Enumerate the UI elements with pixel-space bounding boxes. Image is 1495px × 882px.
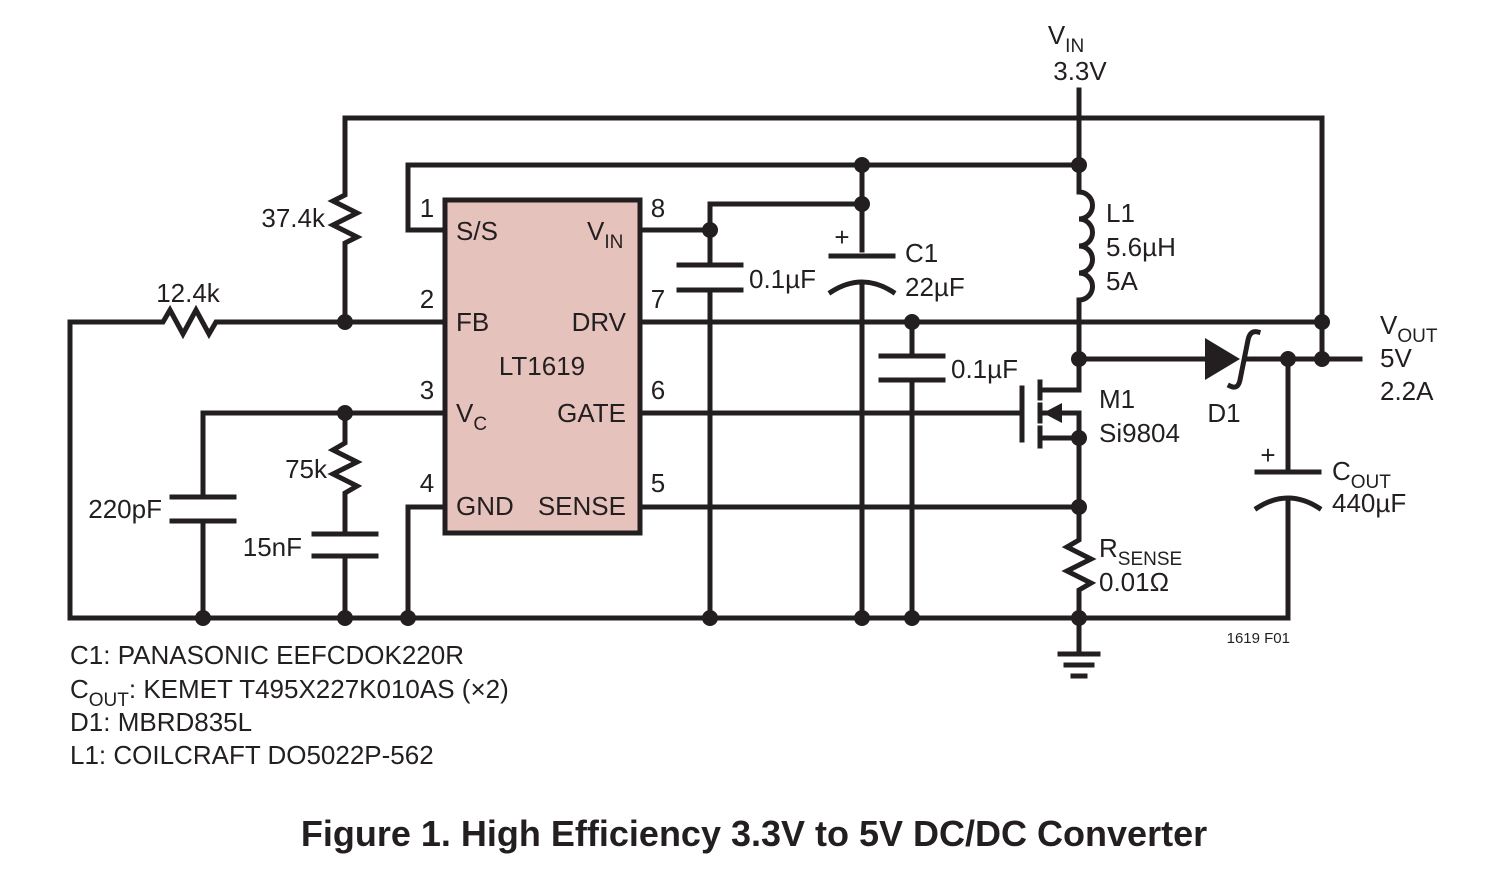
note-cout: COUT: KEMET T495X227K010AS (×2) xyxy=(70,674,509,711)
pin-ss-label: S/S xyxy=(456,216,498,246)
capacitor-220pf xyxy=(169,494,237,524)
pin-vin-label: VIN xyxy=(587,216,623,253)
capacitor-15nf xyxy=(311,531,379,559)
pin-fb-label: FB xyxy=(456,307,489,337)
diode-d1-label: D1 xyxy=(1207,398,1240,428)
capacitor-vin-bypass-label: 0.1µF xyxy=(749,264,816,294)
capacitor-drv xyxy=(878,353,946,383)
pin-sense-label: SENSE xyxy=(538,491,626,521)
resistor-rsense xyxy=(1061,532,1097,596)
wires xyxy=(67,87,1363,655)
vout-label: VOUT xyxy=(1380,310,1438,347)
capacitor-c1-plus: + xyxy=(834,222,849,252)
vout-current: 2.2A xyxy=(1380,376,1434,406)
capacitor-cout-label: COUT xyxy=(1332,456,1391,493)
resistor-12k4-label: 12.4k xyxy=(156,278,221,308)
note-d1: D1: MBRD835L xyxy=(70,707,252,737)
figure-caption: Figure 1. High Efficiency 3.3V to 5V DC/… xyxy=(301,813,1207,854)
pin-5-number: 5 xyxy=(651,468,665,498)
resistor-75k xyxy=(327,435,363,503)
capacitor-220pf-label: 220pF xyxy=(88,494,162,524)
vout-voltage: 5V xyxy=(1380,343,1412,373)
pin-gate-label: GATE xyxy=(557,398,626,428)
resistor-75k-label: 75k xyxy=(285,454,328,484)
pin-6-number: 6 xyxy=(651,375,665,405)
vin-value: 3.3V xyxy=(1053,56,1107,86)
capacitor-15nf-label: 15nF xyxy=(243,532,302,562)
inductor-l1 xyxy=(1076,189,1095,303)
vin-label: VIN xyxy=(1048,20,1084,57)
mosfet-m1-name: M1 xyxy=(1099,384,1135,414)
capacitor-vin-bypass xyxy=(676,262,744,293)
inductor-l1-value: 5.6µH xyxy=(1106,232,1176,262)
capacitor-cout-value: 440µF xyxy=(1332,488,1406,518)
capacitor-c1-name: C1 xyxy=(905,238,938,268)
junction-dots xyxy=(195,157,1330,626)
capacitor-cout-plus: + xyxy=(1260,440,1275,470)
resistor-37k4 xyxy=(327,187,363,248)
resistor-37k4-label: 37.4k xyxy=(261,203,326,233)
pin-vc-label: VC xyxy=(456,398,487,435)
pin-4-number: 4 xyxy=(420,468,434,498)
mosfet-m1 xyxy=(1019,379,1082,449)
pin-3-number: 3 xyxy=(420,375,434,405)
capacitor-c1-value: 22µF xyxy=(905,272,965,302)
lt1619-ic: LT1619 S/S FB VC GND VIN DRV GATE SENSE … xyxy=(420,193,665,536)
inductor-l1-name: L1 xyxy=(1106,198,1135,228)
pin-7-number: 7 xyxy=(651,284,665,314)
parts-notes: C1: PANASONIC EEFCDOK220R COUT: KEMET T4… xyxy=(70,640,509,770)
mosfet-m1-part: Si9804 xyxy=(1099,418,1180,448)
resistor-12k4 xyxy=(155,304,225,340)
rsense-label: RSENSE xyxy=(1099,533,1182,570)
pin-drv-label: DRV xyxy=(572,307,627,337)
inductor-l1-rating: 5A xyxy=(1106,266,1138,296)
pin-2-number: 2 xyxy=(420,284,434,314)
note-l1: L1: COILCRAFT DO5022P-562 xyxy=(70,740,434,770)
ground-symbol xyxy=(1057,651,1101,679)
capacitor-cout xyxy=(1253,469,1323,512)
diode-d1 xyxy=(1205,329,1262,390)
rsense-value: 0.01Ω xyxy=(1099,567,1169,597)
pin-gnd-label: GND xyxy=(456,491,514,521)
drawing-id: 1619 F01 xyxy=(1227,630,1290,647)
ic-name: LT1619 xyxy=(499,351,585,381)
note-c1: C1: PANASONIC EEFCDOK220R xyxy=(70,640,464,670)
capacitor-c1 xyxy=(827,253,897,296)
capacitor-drv-label: 0.1µF xyxy=(951,354,1018,384)
pin-8-number: 8 xyxy=(651,193,665,223)
pin-1-number: 1 xyxy=(420,193,434,223)
